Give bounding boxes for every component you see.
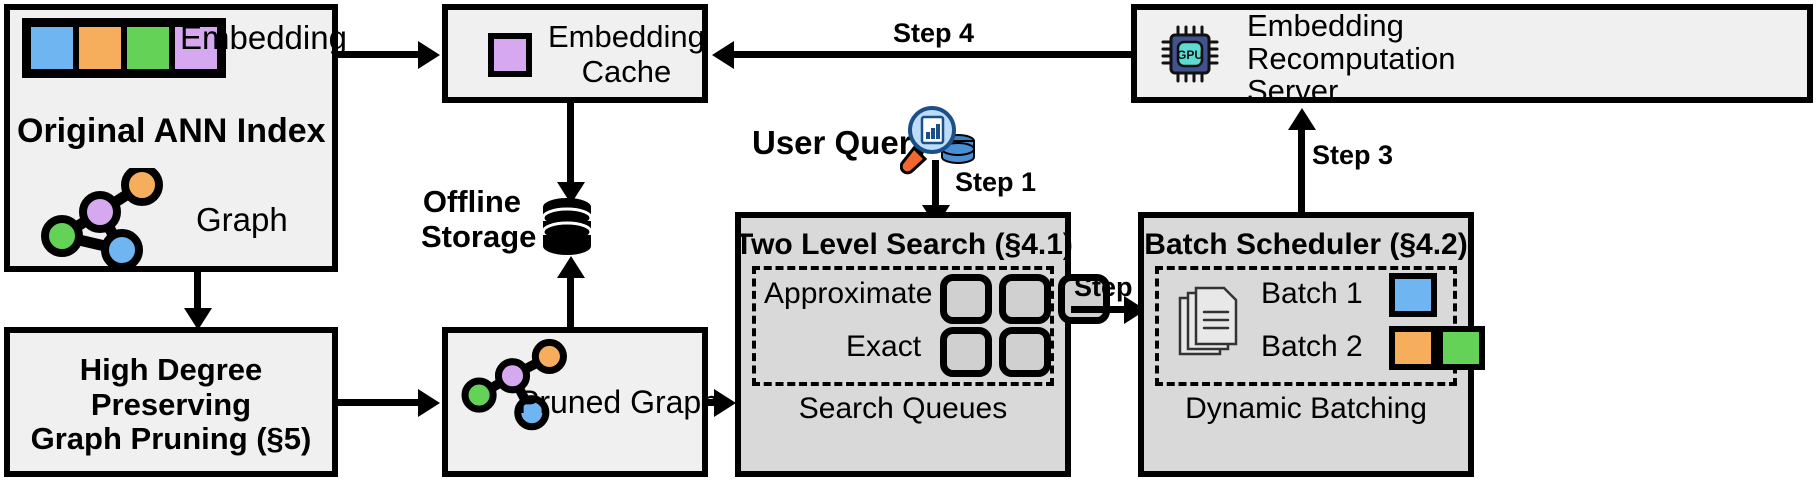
offline-storage-label: Offline Storage xyxy=(421,184,537,254)
recompute-server-line3: Server xyxy=(1247,73,1339,109)
embedding-swatch-blue xyxy=(28,24,76,72)
offline-storage-line1: Offline xyxy=(422,184,521,219)
embedding-cache-title: Embedding Cache xyxy=(548,19,705,89)
batch1-swatch-blue xyxy=(1389,273,1437,317)
graph-pruning-line1: High Degree Preserving xyxy=(79,352,263,422)
search-queues-dashed-region xyxy=(752,266,1054,386)
embedding-cache-swatch xyxy=(488,33,532,77)
approximate-queue-row xyxy=(940,274,1110,324)
original-ann-index-title: Original ANN Index xyxy=(17,112,326,150)
search-queues-footer: Search Queues xyxy=(798,392,1008,425)
arrow-step1-line xyxy=(932,160,939,210)
approximate-label: Approximate xyxy=(764,277,933,310)
graph-label: Graph xyxy=(196,201,288,238)
recompute-server-line2: Recomputation xyxy=(1247,40,1456,76)
user-query-label: User Query xyxy=(752,124,930,161)
arrow-step4-head xyxy=(712,41,734,69)
exact-queue-cell[interactable] xyxy=(999,327,1051,377)
arrow-pruned-to-storage-head xyxy=(557,256,585,278)
embedding-cache-box xyxy=(442,4,708,103)
two-level-search-title: Two Level Search (§4.1) xyxy=(735,228,1073,261)
recompute-server-title: Embedding Recomputation Server xyxy=(1247,8,1456,109)
documents-stack-icon xyxy=(1178,286,1238,356)
graph-pruning-box xyxy=(4,327,338,477)
batch1-label: Batch 1 xyxy=(1261,277,1363,310)
batch2-label: Batch 2 xyxy=(1261,330,1363,363)
batch-scheduler-title: Batch Scheduler (§4.2) xyxy=(1144,228,1468,261)
pruned-graph-icon xyxy=(461,338,567,431)
gpu-chip-icon: GPU xyxy=(1161,25,1219,83)
arrow-index-to-pruning-line xyxy=(194,272,201,312)
arrow-cache-to-storage-line xyxy=(567,103,574,185)
arrow-step3-head xyxy=(1288,108,1316,130)
embedding-label: Embedding xyxy=(180,19,347,56)
exact-queue-row xyxy=(940,327,1051,377)
batch2-swatch-green xyxy=(1437,326,1485,370)
arrow-step2-line xyxy=(1071,306,1139,313)
arrow-pruned-to-search-head xyxy=(714,389,736,417)
arrow-pruned-to-storage-line xyxy=(567,275,574,331)
embedding-cache-title-line2: Cache xyxy=(581,53,672,89)
recompute-server-line1: Embedding xyxy=(1247,8,1404,43)
graph-pruning-title: High Degree Preserving Graph Pruning (§5… xyxy=(14,352,328,457)
arrow-pruning-to-pruned-line xyxy=(338,399,420,406)
embedding-swatch-row xyxy=(22,18,226,78)
arrow-index-to-pruning-head xyxy=(184,308,212,330)
approximate-queue-cell[interactable] xyxy=(940,274,992,324)
step1-label: Step 1 xyxy=(955,167,1037,197)
approximate-queue-cell[interactable] xyxy=(1058,274,1110,324)
embedding-swatch-green xyxy=(124,24,172,72)
approximate-queue-cell[interactable] xyxy=(999,274,1051,324)
exact-queue-cell[interactable] xyxy=(940,327,992,377)
embedding-cache-title-line1: Embedding xyxy=(548,19,705,54)
original-graph-icon xyxy=(41,168,163,268)
dynamic-batching-footer: Dynamic Batching xyxy=(1185,392,1427,425)
offline-storage-line2: Storage xyxy=(421,218,537,254)
arrow-step4-line xyxy=(725,51,1131,58)
step3-label: Step 3 xyxy=(1312,140,1394,170)
query-search-database-icon xyxy=(900,106,975,175)
graph-pruning-line2: Graph Pruning (§5) xyxy=(30,421,312,457)
recompute-server-box xyxy=(1131,4,1813,103)
exact-label: Exact xyxy=(846,330,922,363)
arrow-index-to-cache-head xyxy=(418,41,440,69)
pruned-graph-label: Pruned Graph xyxy=(518,384,720,420)
arrow-index-to-cache-line xyxy=(338,51,420,58)
gpu-icon-text: GPU xyxy=(1177,48,1203,62)
embedding-swatch-orange xyxy=(76,24,124,72)
arrow-step3-line xyxy=(1298,126,1305,212)
arrow-pruning-to-pruned-head xyxy=(418,389,440,417)
two-level-search-box xyxy=(735,212,1071,477)
embedding-swatch-purple xyxy=(172,24,220,72)
database-icon xyxy=(541,198,593,255)
batch2-swatch-orange xyxy=(1389,326,1437,370)
step4-label: Step 4 xyxy=(893,18,975,48)
